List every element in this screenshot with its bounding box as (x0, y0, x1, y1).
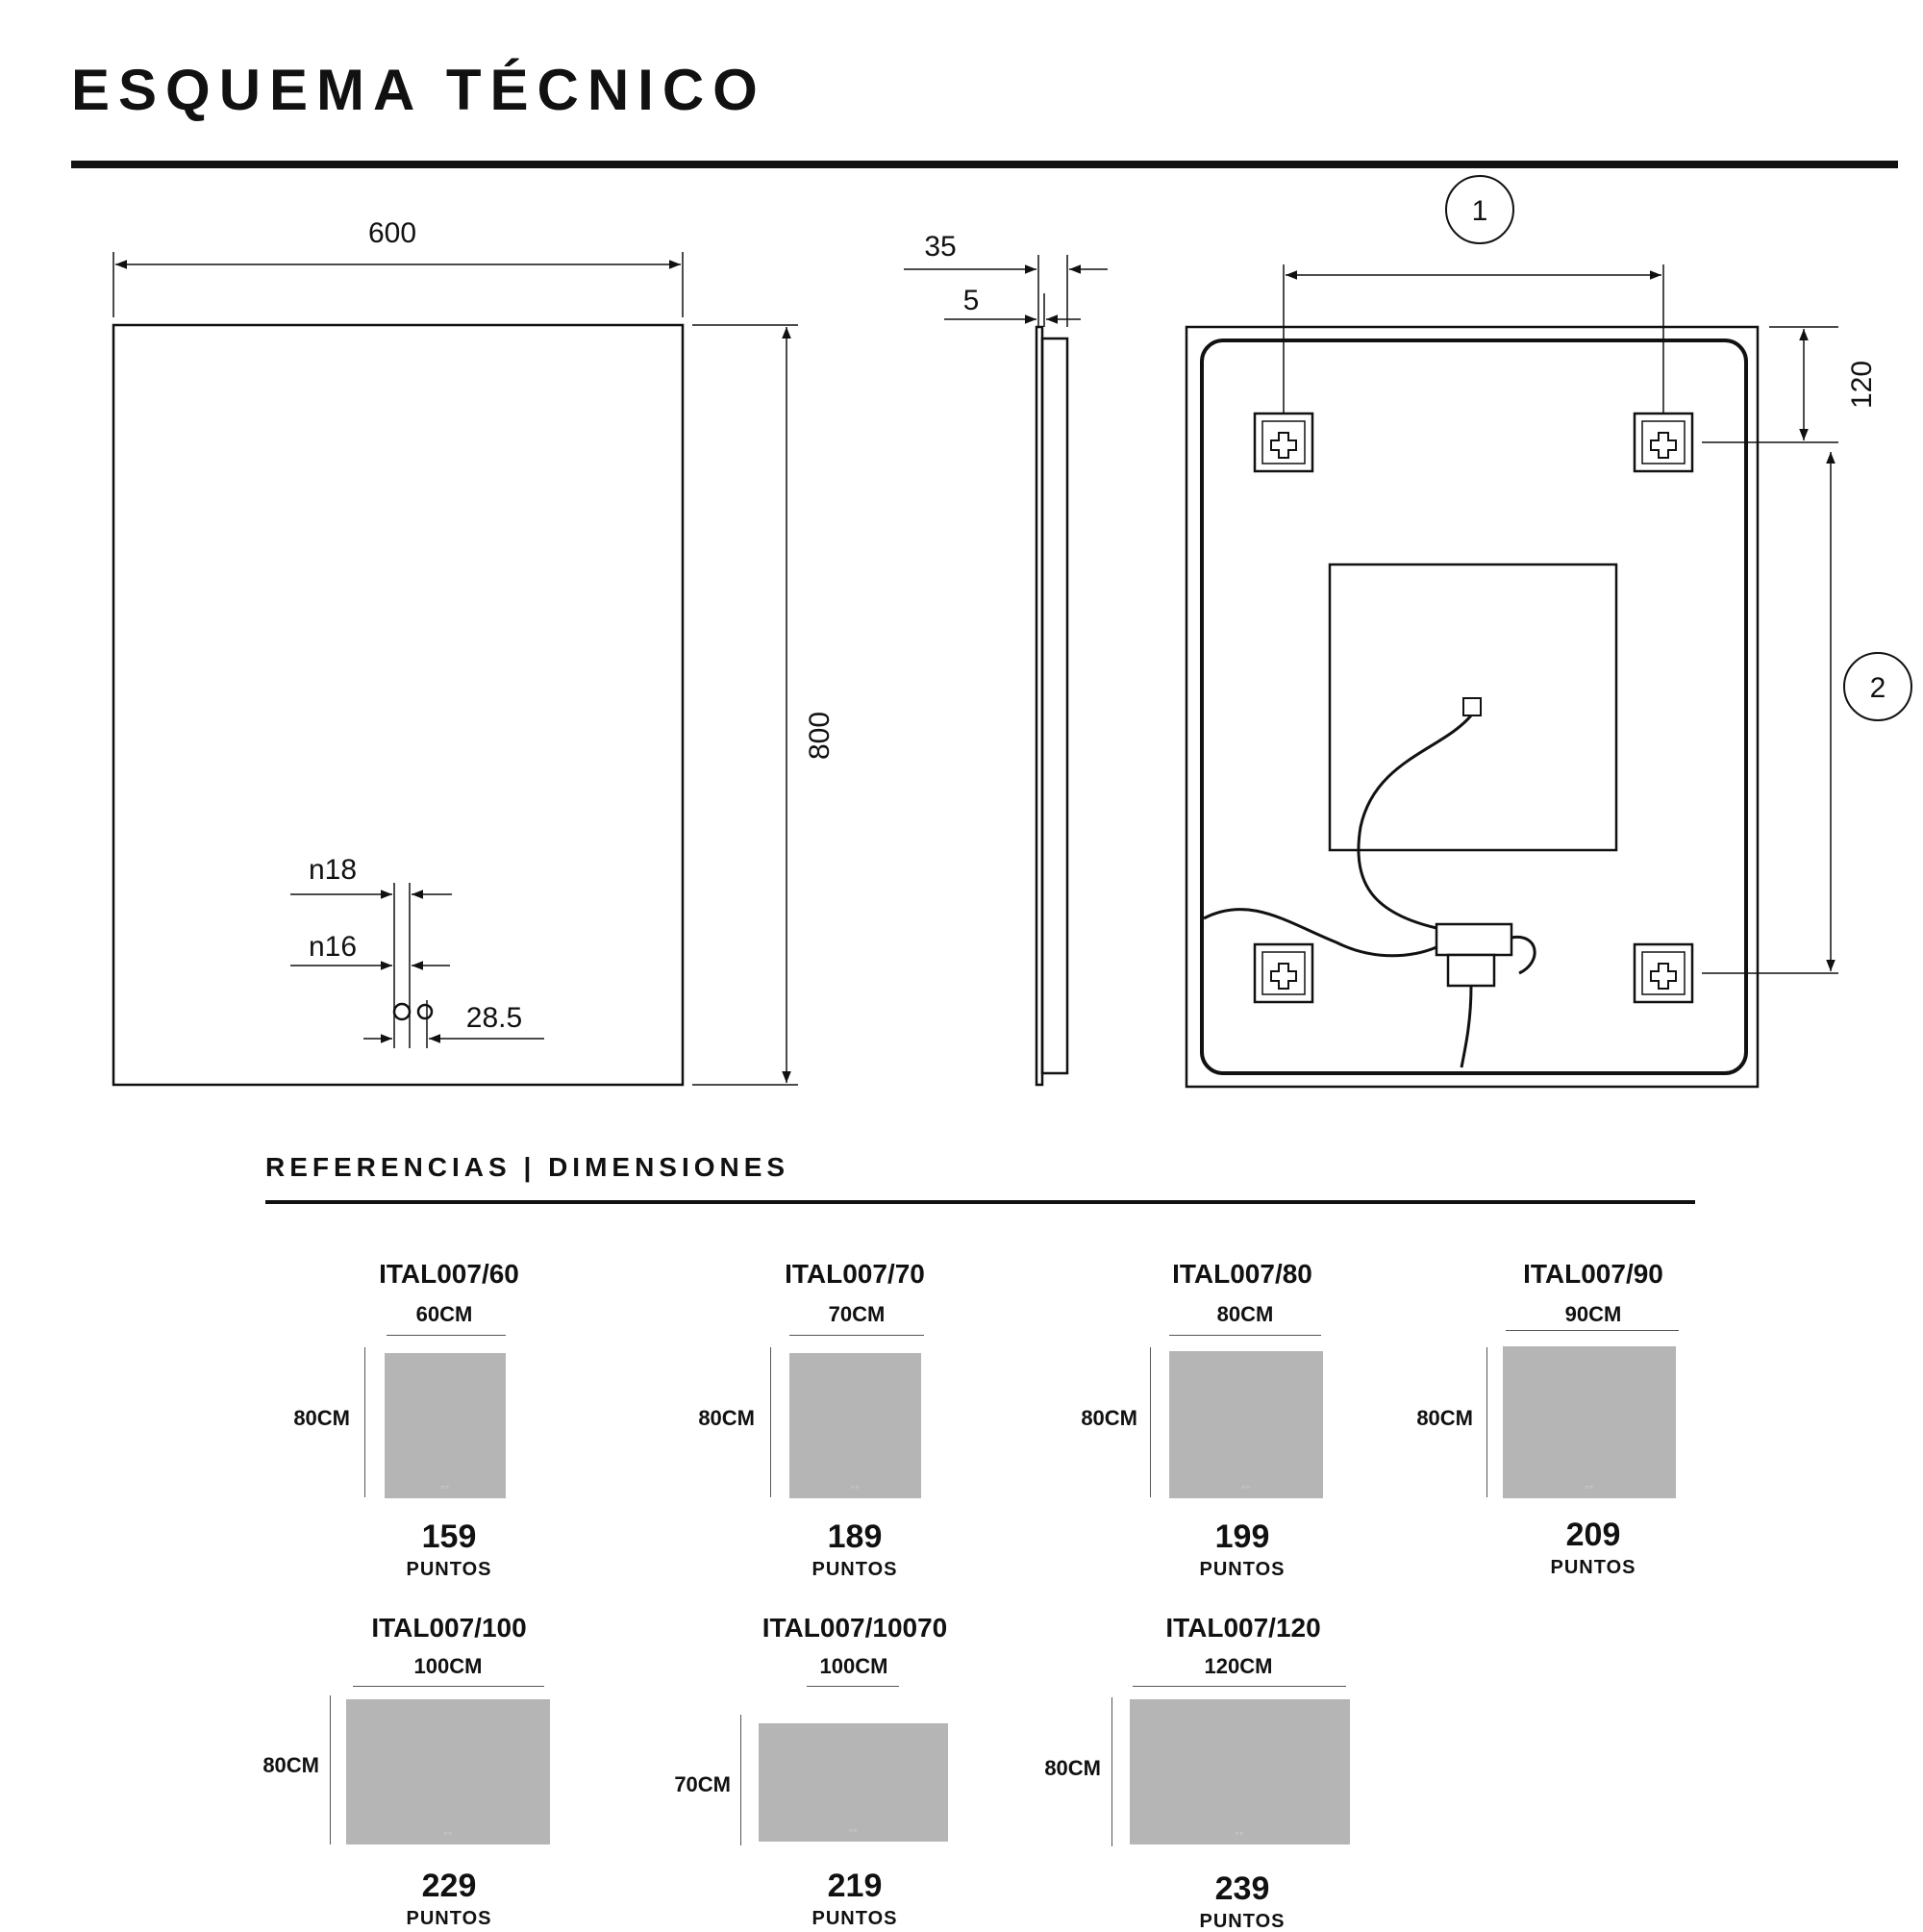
reference-name: ITAL007/120 (1165, 1613, 1321, 1643)
reference-height: 80CM (698, 1406, 755, 1430)
reference-height: 80CM (1081, 1406, 1137, 1430)
reference-height-line (1150, 1347, 1151, 1497)
bracket-bottom-left (1253, 942, 1314, 1004)
mirror-thumbnail: ○○ (759, 1723, 948, 1842)
references-heading: REFERENCIAS | DIMENSIONES (265, 1152, 790, 1182)
hole-small (416, 1003, 434, 1020)
mirror-thumbnail: ○○ (1130, 1699, 1350, 1844)
reference-points-label: PUNTOS (1199, 1559, 1286, 1580)
side-view (904, 255, 1108, 1087)
back-transformer-plate (1328, 563, 1618, 852)
bracket-top-left (1253, 412, 1314, 473)
front-width-label: 600 (368, 217, 416, 249)
top-offset-label: 120 (1846, 361, 1878, 409)
reference-width-line (387, 1335, 506, 1336)
reference-width: 120CM (1204, 1654, 1273, 1678)
bracket-bottom-right (1633, 942, 1694, 1004)
reference-height-line (770, 1347, 771, 1497)
reference-points: 219 (827, 1868, 883, 1904)
reference-points: 239 (1214, 1870, 1270, 1907)
reference-width-line (789, 1335, 924, 1336)
driver-plug (1446, 953, 1496, 988)
reference-points-label: PUNTOS (406, 1559, 492, 1580)
front-view (112, 252, 798, 1087)
hole-large (392, 1002, 412, 1021)
callout-1-circle (1445, 175, 1514, 244)
hole-large-label: n18 (309, 854, 357, 886)
reference-name: ITAL007/70 (785, 1259, 925, 1289)
reference-height-line (740, 1715, 741, 1845)
page-title: ESQUEMA TÉCNICO (71, 58, 766, 122)
mirror-thumbnail: ○○ (789, 1353, 921, 1498)
side-glass-label: 5 (963, 285, 980, 316)
callout-2-label: 2 (1870, 672, 1886, 704)
callout-1-label: 1 (1472, 195, 1488, 227)
bracket-top-right (1633, 412, 1694, 473)
sensor-socket (1462, 697, 1482, 716)
reference-name: ITAL007/10070 (762, 1613, 948, 1643)
reference-width: 100CM (819, 1654, 888, 1678)
mirror-thumbnail: ○○ (1169, 1351, 1323, 1498)
hole-spacing-label: 28.5 (466, 1002, 522, 1034)
reference-width-line (1506, 1330, 1679, 1331)
reference-width-line (1133, 1686, 1346, 1687)
reference-height: 80CM (1416, 1406, 1473, 1430)
references-rule (265, 1200, 1695, 1204)
front-panel (112, 323, 685, 1087)
front-height-label: 800 (804, 712, 836, 760)
reference-points-label: PUNTOS (1550, 1557, 1636, 1578)
side-frame (1040, 337, 1069, 1075)
reference-name: ITAL007/60 (379, 1259, 519, 1289)
reference-width-line (353, 1686, 544, 1687)
mirror-thumbnail: ○○ (1503, 1346, 1676, 1498)
mirror-thumbnail: ○○ (346, 1699, 550, 1844)
title-rule (71, 161, 1898, 168)
cable-down (1460, 985, 1473, 1068)
reference-width: 70CM (828, 1302, 886, 1326)
reference-height-line (330, 1695, 331, 1844)
driver-box (1435, 922, 1513, 957)
mirror-thumbnail: ○○ (385, 1353, 506, 1498)
reference-points: 159 (421, 1518, 477, 1555)
reference-points: 189 (827, 1518, 883, 1555)
back-frame (1200, 339, 1748, 1075)
reference-points-label: PUNTOS (812, 1908, 898, 1929)
reference-height: 80CM (262, 1753, 319, 1777)
reference-width: 90CM (1564, 1302, 1622, 1326)
back-panel (1185, 325, 1760, 1089)
reference-name: ITAL007/80 (1172, 1259, 1312, 1289)
reference-height-line (1486, 1347, 1487, 1497)
reference-height: 80CM (293, 1406, 350, 1430)
technical-drawing: 600 800 n18 n16 28.5 35 5 (112, 175, 1912, 1089)
reference-height-line (1111, 1697, 1112, 1846)
cable-left (1203, 908, 1437, 958)
reference-points: 199 (1214, 1518, 1270, 1555)
cable-loop (1511, 936, 1536, 975)
reference-points-label: PUNTOS (1199, 1911, 1286, 1932)
hole-small-label: n16 (309, 931, 357, 963)
reference-width-line (1169, 1335, 1321, 1336)
back-view (1185, 175, 1912, 1089)
reference-points-label: PUNTOS (812, 1559, 898, 1580)
reference-name: ITAL007/90 (1523, 1259, 1663, 1289)
reference-width-line (807, 1686, 899, 1687)
reference-height-line (364, 1347, 365, 1497)
cable-upper (1357, 715, 1473, 930)
callout-2-circle (1843, 652, 1912, 721)
reference-points: 209 (1565, 1517, 1621, 1553)
reference-name: ITAL007/100 (371, 1613, 527, 1643)
reference-height: 70CM (674, 1772, 731, 1796)
reference-width: 60CM (415, 1302, 473, 1326)
side-depth-label: 35 (924, 231, 956, 263)
reference-height: 80CM (1044, 1756, 1101, 1780)
reference-points: 229 (421, 1868, 477, 1904)
reference-width: 80CM (1216, 1302, 1274, 1326)
reference-width: 100CM (413, 1654, 483, 1678)
reference-points-label: PUNTOS (406, 1908, 492, 1929)
